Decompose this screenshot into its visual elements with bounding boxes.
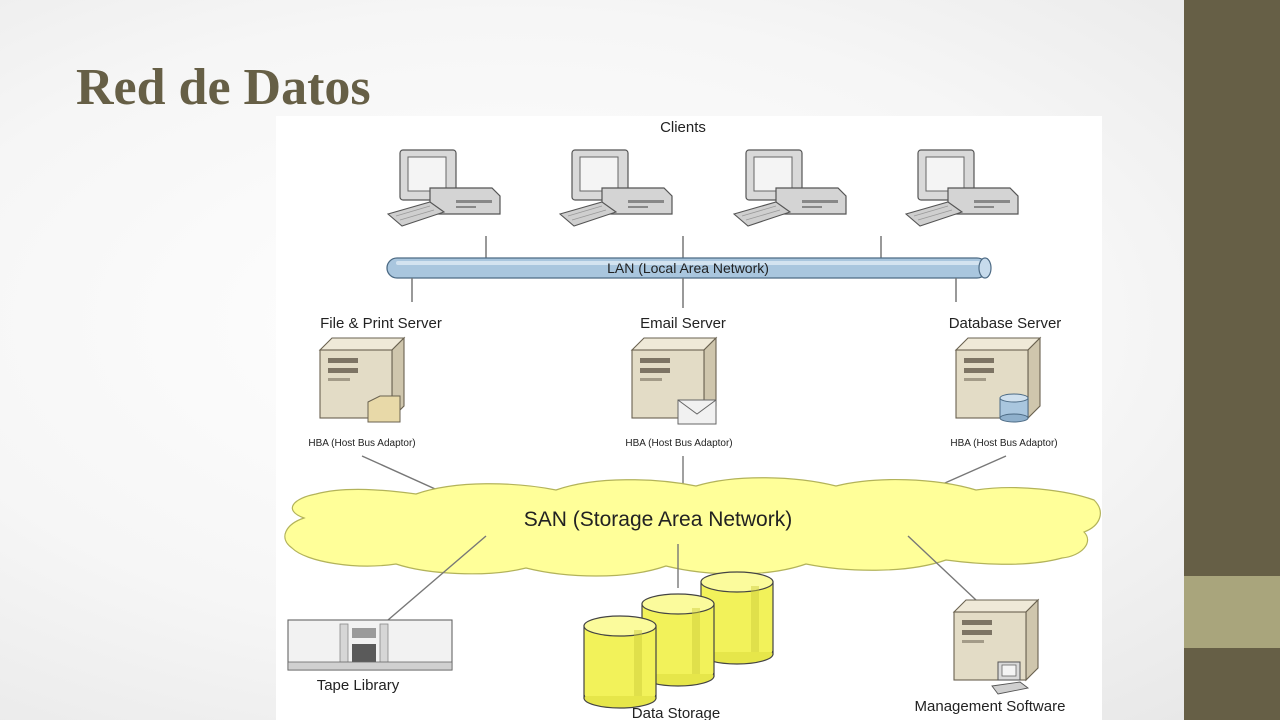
network-diagram-svg: Clients LAN (Local Area Network) File & … [284,119,1101,720]
client-computer-icon [559,149,673,227]
data-storage-icon [583,571,774,709]
file-print-server-label: File & Print Server [320,315,442,332]
file-print-hba-label: HBA (Host Bus Adaptor) [308,438,415,449]
lan-label: LAN (Local Area Network) [607,260,769,276]
server-connections [411,278,957,308]
database-server-icon [955,337,1041,423]
email-server-label: Email Server [640,315,726,332]
email-hba-label: HBA (Host Bus Adaptor) [625,438,732,449]
file-print-server-icon [319,337,405,423]
client-computer-icon [905,149,1019,227]
slide-title: Red de Datos [76,59,371,116]
san-cloud [284,477,1101,577]
database-hba-label: HBA (Host Bus Adaptor) [950,438,1057,449]
network-diagram: Clients LAN (Local Area Network) File & … [276,116,1102,720]
client-computer-icon [387,149,501,227]
sidebar-accent-middle [1184,576,1280,648]
email-server-icon [631,337,717,425]
management-software-label: Management Software [915,698,1066,715]
database-server-label: Database Server [949,315,1062,332]
client-connections [485,236,882,258]
data-storage-label: Data Storage [632,705,720,720]
sidebar-accent-top [1184,0,1280,576]
sidebar-accent-bottom [1184,648,1280,720]
storage-connections [387,535,977,621]
client-computer-icon [733,149,847,227]
san-label: SAN (Storage Area Network) [524,508,792,531]
tape-library-icon [287,619,453,671]
tape-library-label: Tape Library [317,677,400,694]
clients-label: Clients [660,119,706,136]
lan-pipe [386,257,992,279]
management-software-icon [953,599,1039,695]
